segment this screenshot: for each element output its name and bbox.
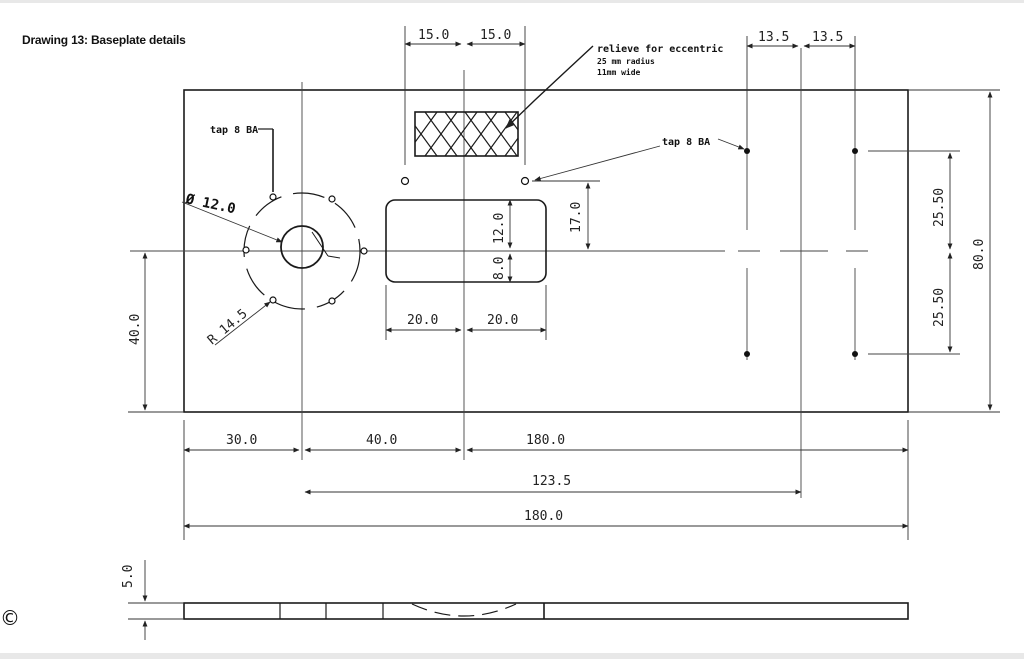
note-relieve-line1: relieve for eccentric [597, 43, 723, 55]
dim-bottom-180a: 180.0 [526, 433, 565, 448]
dim-top-13-5a: 13.5 [758, 30, 789, 45]
tap-hole [744, 351, 750, 357]
note-relieve-line2: 25 mm radius [597, 56, 655, 66]
dim-slot-12: 12.0 [492, 213, 507, 244]
dim-right-25-50b: 25.50 [932, 288, 947, 327]
relieve-hatch-box [414, 111, 519, 157]
tap-hole [242, 246, 250, 254]
dim-right-80: 80.0 [972, 239, 987, 270]
tap-hole [328, 297, 336, 305]
left-dimensions [128, 252, 184, 413]
tap-hole [269, 296, 277, 304]
side-view [128, 560, 909, 640]
dim-top-15b: 15.0 [480, 28, 511, 43]
bearing-hole-group [242, 192, 368, 310]
dim-right-25-50a: 25.50 [932, 188, 947, 227]
tap-hole [360, 247, 368, 255]
tap-hole [744, 148, 750, 154]
note-relieve-line3: 11mm wide [597, 67, 641, 77]
center-lines [130, 48, 960, 498]
tap-hole [400, 176, 410, 186]
dim-slot-17: 17.0 [569, 202, 584, 233]
dim-bottom-40: 40.0 [366, 433, 397, 448]
slot-dimensions [385, 182, 591, 340]
dim-bottom-180b: 180.0 [524, 509, 563, 524]
dim-slot-20a: 20.0 [407, 313, 438, 328]
leader-lines [181, 45, 745, 346]
dim-side-5: 5.0 [121, 565, 136, 588]
dim-left-40: 40.0 [128, 314, 143, 345]
slot-outline [385, 199, 547, 283]
tap-hole [852, 351, 858, 357]
note-radius: R 14.5 [205, 306, 251, 348]
dim-top-13-5b: 13.5 [812, 30, 843, 45]
note-tap-left: tap 8 BA [210, 125, 258, 136]
bearing-hole [280, 225, 324, 269]
tap-hole [269, 193, 277, 201]
right-dimensions [908, 89, 1000, 413]
dim-bottom-123-5: 123.5 [532, 474, 571, 489]
drawing-title: Drawing 13: Baseplate details [22, 33, 186, 47]
tap-hole [520, 176, 530, 186]
right-tap-holes [744, 148, 858, 357]
dim-bottom-30: 30.0 [226, 433, 257, 448]
tap-hole [328, 195, 336, 203]
dim-slot-8: 8.0 [492, 257, 507, 280]
tap-hole [852, 148, 858, 154]
dim-top-15a: 15.0 [418, 28, 449, 43]
dim-slot-20b: 20.0 [487, 313, 518, 328]
copyright-mark: © [0, 606, 20, 630]
note-tap-right: tap 8 BA [662, 137, 710, 148]
bottom-dimensions [183, 420, 909, 540]
top-dimensions [404, 26, 856, 165]
